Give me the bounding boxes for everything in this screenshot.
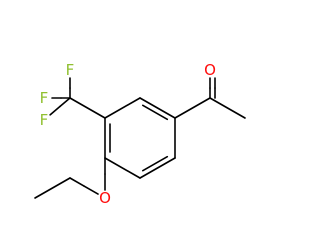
bond-cf3-c-fluorine-3 [49,105,61,116]
bond-carbonyl-c-acetyl-methyl [209,97,246,119]
bond-ring-c2-ring-c3-inner [141,155,169,172]
ether-o-label: O [99,189,111,207]
bond-ring-c3-ring-c4 [104,157,141,179]
fluorine-2-label: F [40,89,49,107]
bond-ring-c6-ring-c1-inner [141,104,169,121]
bond-ring-c1-carbonyl-c [174,97,211,119]
fluorine-1-label: F [66,61,75,79]
bond-ethyl-ch2-ethyl-ch3 [34,177,71,199]
bond-ring-c2-ring-c3 [139,157,176,179]
bond-ether-o-ethyl-ch2 [83,185,99,195]
bond-layer [34,77,246,199]
bond-cf3-c-fluorine-3 [59,97,71,108]
carbonyl-o-label: O [204,61,216,79]
fluorine-3-label: F [40,111,49,129]
bond-ether-o-ethyl-ch2 [69,177,85,187]
bond-ring-c5-ring-c6 [104,97,141,119]
bond-ring-c5-cf3-c [69,97,106,119]
bond-ring-c6-ring-c1 [139,97,176,119]
